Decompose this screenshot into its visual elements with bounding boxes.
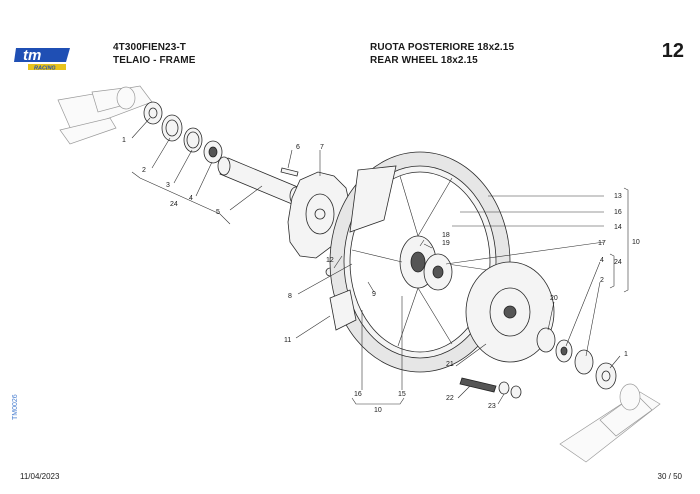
- callout-12: 12: [326, 257, 334, 264]
- part-6-bolt: [280, 167, 299, 177]
- footer-date: 11/04/2023: [20, 472, 60, 481]
- callout-16: 16: [614, 209, 622, 216]
- callout-10-right: 10: [632, 239, 640, 246]
- svg-text:tm: tm: [23, 47, 41, 64]
- callout-23: 23: [488, 403, 496, 410]
- page-number: 12: [661, 40, 684, 62]
- part-22-chain-link: [459, 377, 497, 393]
- part-4-bearing: [203, 140, 223, 164]
- callout-19: 19: [442, 240, 450, 247]
- part-1-spacer: [143, 101, 163, 125]
- callout-24: 24: [170, 201, 178, 208]
- callout-1-right: 1: [624, 351, 628, 358]
- callout-labels: 1 2 3 4 24 5 6 7 8 9 11 12 13 16 14 18 1…: [122, 137, 640, 414]
- callout-4: 4: [189, 195, 193, 202]
- callout-4-right: 4: [600, 257, 604, 264]
- callout-6: 6: [296, 144, 300, 151]
- svg-text:RACING: RACING: [34, 66, 56, 72]
- callout-18: 18: [442, 232, 450, 239]
- part-11-tube: [329, 289, 357, 331]
- model-code: 4T300FIEN23-T: [113, 42, 186, 53]
- callout-1: 1: [122, 137, 126, 144]
- callout-24-right: 24: [614, 259, 622, 266]
- callout-22: 22: [446, 395, 454, 402]
- callout-15-bottom: 15: [398, 391, 406, 398]
- callout-3: 3: [166, 182, 170, 189]
- callout-9: 9: [372, 291, 376, 298]
- swingarm-left: [57, 85, 153, 145]
- page-title-english: REAR WHEEL 18x2.15: [370, 55, 478, 66]
- callout-7: 7: [320, 144, 324, 151]
- page-title-italian: RUOTA POSTERIORE 18x2.15: [370, 42, 515, 53]
- part-23-master-link: [498, 381, 522, 399]
- section-title: TELAIO - FRAME: [113, 55, 196, 66]
- callout-17: 17: [598, 240, 606, 247]
- part-5-axle: [217, 156, 303, 206]
- part-8-rim-tape: [349, 165, 397, 233]
- right-spacers-bearings: [536, 327, 617, 390]
- footer-page-count: 30 / 50: [657, 472, 682, 481]
- callout-8: 8: [288, 293, 292, 300]
- part-21-sprocket: [465, 261, 555, 363]
- part-3-ring: [183, 127, 203, 153]
- callout-2-right: 2: [600, 277, 604, 284]
- callout-2: 2: [142, 167, 146, 174]
- swingarm-right: [559, 383, 661, 463]
- part-2-seal: [161, 114, 183, 142]
- callout-11: 11: [284, 337, 291, 344]
- callout-16-bottom: 16: [354, 391, 362, 398]
- callout-21: 21: [446, 361, 454, 368]
- callout-20: 20: [550, 295, 558, 302]
- callout-5: 5: [216, 209, 220, 216]
- callout-14: 14: [614, 224, 622, 231]
- tm-racing-logo: tm RACING: [14, 47, 70, 72]
- leader-lines: [131, 117, 629, 405]
- part-17-flange: [423, 253, 453, 291]
- callout-10-bottom: 10: [374, 407, 382, 414]
- callout-13: 13: [614, 193, 622, 200]
